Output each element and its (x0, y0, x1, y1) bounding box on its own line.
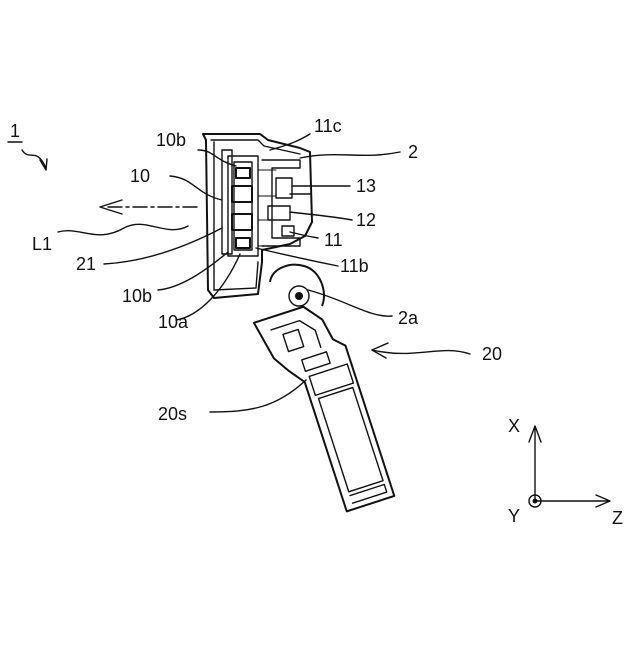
leader-10b-top (198, 150, 236, 166)
reference-arrowhead (40, 159, 47, 170)
lower-arm (254, 298, 394, 521)
component-13 (276, 178, 292, 198)
leader-2 (300, 152, 400, 158)
leader-2a (308, 290, 392, 316)
arm-part-a (283, 329, 304, 351)
leader-10b-bottom (158, 252, 228, 290)
connector-bottom (236, 238, 250, 248)
hinge-outline (270, 265, 324, 306)
label-11: 11 (324, 230, 343, 250)
leader-21 (104, 228, 222, 264)
label-10a: 10a (158, 312, 189, 332)
connector-upper (236, 168, 250, 178)
front-plate (222, 150, 232, 254)
axis-label-x: X (508, 416, 520, 436)
leader-12 (290, 212, 352, 220)
reference-labels: 10b 11c 2 10 13 12 L1 11 21 11b 10b 10a … (32, 116, 502, 424)
housing-inner-top (211, 140, 300, 154)
label-13: 13 (356, 176, 376, 196)
reference-label-1: 1 (10, 121, 20, 141)
label-10b-top: 10b (156, 130, 186, 150)
arm-part-b (302, 352, 330, 371)
leader-L1 (58, 224, 188, 235)
housing-inner-bottom (214, 262, 258, 290)
label-20s: 20s (158, 404, 187, 424)
label-11c: 11c (314, 116, 342, 136)
arm-part-c (309, 364, 353, 395)
leader-11b (256, 248, 338, 266)
coordinate-axes: X Y Z (508, 416, 623, 528)
axis-label-z: Z (612, 508, 623, 528)
label-10b-bottom: 10b (122, 286, 152, 306)
arm-cavity-20s (319, 387, 384, 491)
arrow-20 (372, 343, 470, 358)
label-20: 20 (482, 344, 502, 364)
hinge-pivot (295, 292, 303, 300)
label-11b: 11b (340, 256, 369, 276)
connector-lower (232, 214, 252, 230)
label-10: 10 (130, 166, 150, 186)
y-axis-dot (533, 499, 538, 504)
hinge (270, 265, 324, 306)
arm-inner-top (271, 317, 321, 360)
label-2a: 2a (398, 308, 419, 328)
arm-outline (254, 298, 394, 521)
label-L1: L1 (32, 234, 52, 254)
leader-20s (210, 380, 306, 412)
component-11 (282, 226, 294, 236)
figure-reference-numeral: 1 (8, 121, 47, 170)
arrow-l1 (100, 200, 198, 214)
connector-mid (232, 186, 252, 202)
label-2: 2 (408, 142, 418, 162)
arrow-20-shaft (372, 350, 470, 354)
label-12: 12 (356, 210, 376, 230)
axis-label-y: Y (508, 506, 520, 526)
label-21: 21 (76, 254, 96, 274)
